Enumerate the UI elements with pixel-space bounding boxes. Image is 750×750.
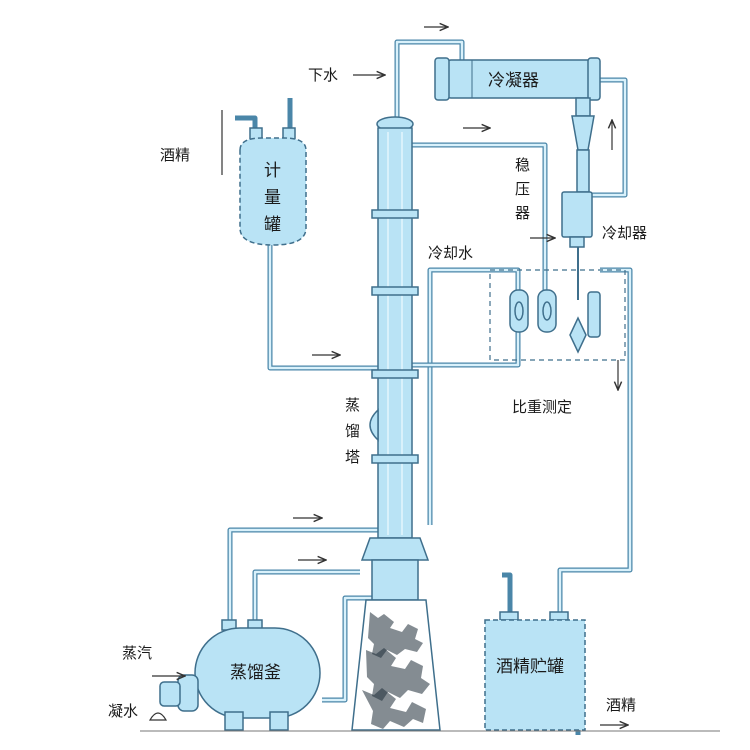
flow-gauges bbox=[489, 269, 626, 361]
condensate-trap bbox=[148, 712, 168, 721]
stabilizer-label-char-2: 压 bbox=[515, 180, 530, 198]
cooling-water-in-label: 下水 bbox=[308, 66, 338, 84]
stabilizer-label-char-3: 器 bbox=[515, 204, 530, 222]
cooler bbox=[561, 191, 593, 354]
alcohol-tank-label: 酒精贮罐 bbox=[496, 657, 564, 677]
metering-tank-char-1: 计 bbox=[264, 161, 281, 181]
still-label: 蒸馏釜 bbox=[230, 663, 281, 683]
steam-label: 蒸汽 bbox=[122, 644, 152, 662]
specific-gravity-label: 比重测定 bbox=[512, 398, 572, 416]
condenser: 冷凝器 bbox=[434, 57, 601, 193]
cooler-label: 冷却器 bbox=[602, 224, 647, 242]
tower-label-char-1: 蒸 bbox=[345, 396, 360, 414]
metering-tank: 计 量 罐 bbox=[239, 127, 307, 246]
metering-tank-char-3: 罐 bbox=[264, 215, 281, 235]
distillation-tower: 蒸 馏 塔 bbox=[345, 116, 441, 731]
still: 蒸馏釜 bbox=[159, 619, 321, 731]
stabilizer-label-char-1: 稳 bbox=[515, 156, 530, 174]
metering-tank-char-2: 量 bbox=[264, 188, 281, 208]
pipe-network bbox=[227, 39, 633, 735]
alcohol-in-label: 酒精 bbox=[160, 146, 190, 164]
alcohol-tank: 酒精贮罐 bbox=[484, 611, 586, 731]
tower-label-char-2: 馏 bbox=[345, 422, 360, 440]
alcohol-out-label: 酒精 bbox=[606, 696, 636, 714]
tower-label-char-3: 塔 bbox=[345, 448, 360, 466]
flow-arrows bbox=[152, 27, 628, 725]
condensate-label: 凝水 bbox=[108, 702, 138, 720]
cooling-water-label: 冷却水 bbox=[428, 244, 473, 262]
condenser-label: 冷凝器 bbox=[488, 71, 539, 91]
